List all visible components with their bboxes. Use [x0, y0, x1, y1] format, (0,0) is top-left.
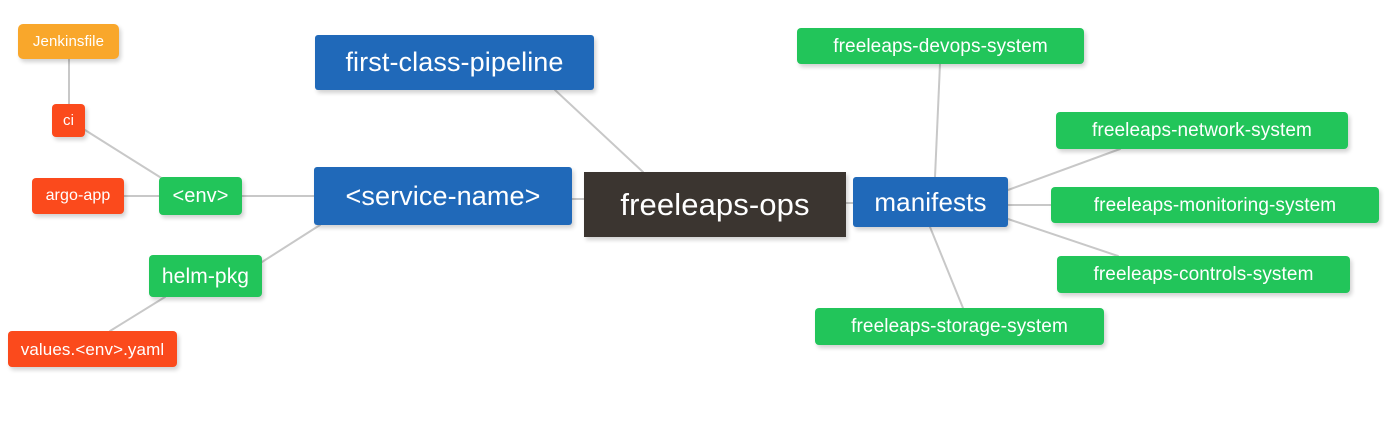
node-argo-app[interactable]: argo-app — [32, 178, 124, 214]
node-freeleaps-storage-system[interactable]: freeleaps-storage-system — [815, 308, 1104, 345]
node-label: freeleaps-monitoring-system — [1093, 194, 1337, 216]
edge-first-class-pipeline-to-freeleaps-ops — [554, 89, 644, 173]
node-first-class-pipeline[interactable]: first-class-pipeline — [315, 35, 594, 90]
node-label: <service-name> — [345, 180, 541, 211]
node-freeleaps-network-system[interactable]: freeleaps-network-system — [1056, 112, 1348, 149]
edge-manifests-to-freeleaps-controls-system — [1007, 218, 1119, 257]
edge-service-name-to-helm-pkg — [261, 224, 321, 263]
node-service-name[interactable]: <service-name> — [314, 167, 572, 225]
node-freeleaps-devops-system[interactable]: freeleaps-devops-system — [797, 28, 1084, 64]
edge-helm-pkg-to-values-yaml — [109, 296, 166, 332]
node-label: first-class-pipeline — [345, 47, 564, 77]
node-helm-pkg[interactable]: helm-pkg — [149, 255, 262, 297]
node-label: freeleaps-ops — [620, 187, 810, 222]
node-label: Jenkinsfile — [32, 33, 105, 50]
node-label: freeleaps-controls-system — [1093, 264, 1314, 285]
node-env[interactable]: <env> — [159, 177, 242, 215]
node-manifests[interactable]: manifests — [853, 177, 1008, 227]
node-values-yaml[interactable]: values.<env>.yaml — [8, 331, 177, 367]
node-label: argo-app — [45, 187, 111, 204]
node-label: ci — [62, 112, 75, 129]
node-freeleaps-ops[interactable]: freeleaps-ops — [584, 172, 846, 237]
edge-manifests-to-freeleaps-network-system — [1007, 148, 1121, 191]
node-label: freeleaps-storage-system — [851, 316, 1068, 337]
node-label: freeleaps-devops-system — [833, 35, 1048, 57]
node-label: <env> — [172, 185, 229, 207]
node-ci[interactable]: ci — [52, 104, 85, 137]
node-freeleaps-controls-system[interactable]: freeleaps-controls-system — [1057, 256, 1350, 293]
node-label: helm-pkg — [161, 264, 250, 288]
node-label: manifests — [874, 187, 987, 217]
node-freeleaps-monitoring-system[interactable]: freeleaps-monitoring-system — [1051, 187, 1379, 223]
edge-ci-to-env — [84, 129, 164, 180]
edge-manifests-to-freeleaps-devops-system — [934, 63, 941, 178]
node-jenkinsfile[interactable]: Jenkinsfile — [18, 24, 119, 59]
edge-manifests-to-freeleaps-storage-system — [929, 226, 964, 309]
node-label: values.<env>.yaml — [20, 339, 165, 359]
node-label: freeleaps-network-system — [1092, 120, 1312, 141]
